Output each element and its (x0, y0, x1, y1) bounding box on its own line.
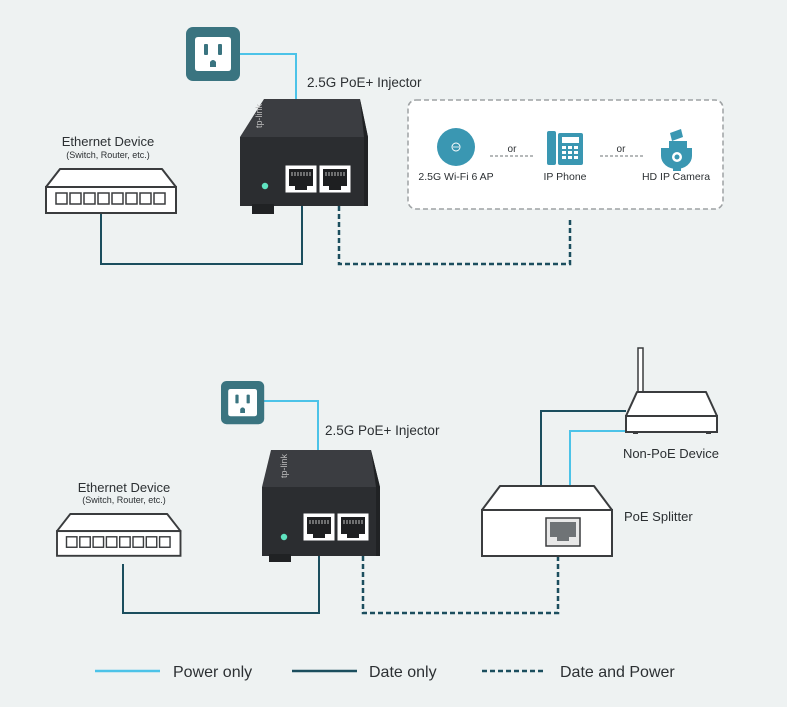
poe-splitter-icon (481, 485, 613, 557)
non-poe-device-icon (625, 347, 718, 434)
bottom-data-power-line (361, 556, 560, 615)
top-ethernet-sub: (Switch, Router, etc.) (66, 150, 150, 160)
bottom-data-line (122, 556, 320, 614)
top-data-power-line (337, 206, 572, 266)
ip-phone-icon (547, 131, 583, 165)
top-data-line (100, 206, 303, 265)
legend-power-label: Power only (173, 664, 252, 681)
top-outlet-icon (186, 27, 240, 81)
bottom-injector-logo: tp-link (279, 453, 289, 478)
bottom-ethernet-sub: (Switch, Router, etc.) (82, 495, 166, 505)
legend-data-power-label: Date and Power (560, 664, 675, 681)
ip-phone-label: IP Phone (543, 171, 586, 183)
poe-splitter-label: PoE Splitter (624, 509, 693, 524)
top-injector-logo: tp-link (254, 103, 264, 128)
top-ethernet-title: Ethernet Device (62, 134, 155, 149)
ip-camera-icon (661, 129, 692, 171)
bottom-injector-label: 2.5G PoE+ Injector (325, 423, 440, 438)
or-label-1: or (508, 144, 518, 155)
wifi-ap-label: 2.5G Wi-Fi 6 AP (418, 171, 493, 183)
legend: Power only Date only Date and Power (95, 664, 675, 681)
top-injector-label: 2.5G PoE+ Injector (307, 75, 422, 90)
splitter-to-device-power-line (569, 430, 626, 485)
non-poe-device-label: Non-PoE Device (623, 446, 719, 461)
bottom-outlet-icon (221, 381, 265, 425)
top-injector-icon: tp-link (240, 99, 368, 214)
splitter-to-device-data-line (540, 410, 626, 485)
bottom-injector-icon: tp-link (262, 450, 380, 562)
ip-camera-label: HD IP Camera (642, 171, 710, 183)
bottom-power-line (264, 400, 319, 450)
wifi-ap-icon (437, 128, 475, 166)
bottom-ethernet-title: Ethernet Device (78, 480, 171, 495)
top-ethernet-switch-icon (45, 168, 177, 214)
or-label-2: or (617, 144, 627, 155)
top-power-line (240, 53, 297, 99)
legend-data-label: Date only (369, 664, 437, 681)
bottom-ethernet-switch-icon (56, 513, 182, 557)
